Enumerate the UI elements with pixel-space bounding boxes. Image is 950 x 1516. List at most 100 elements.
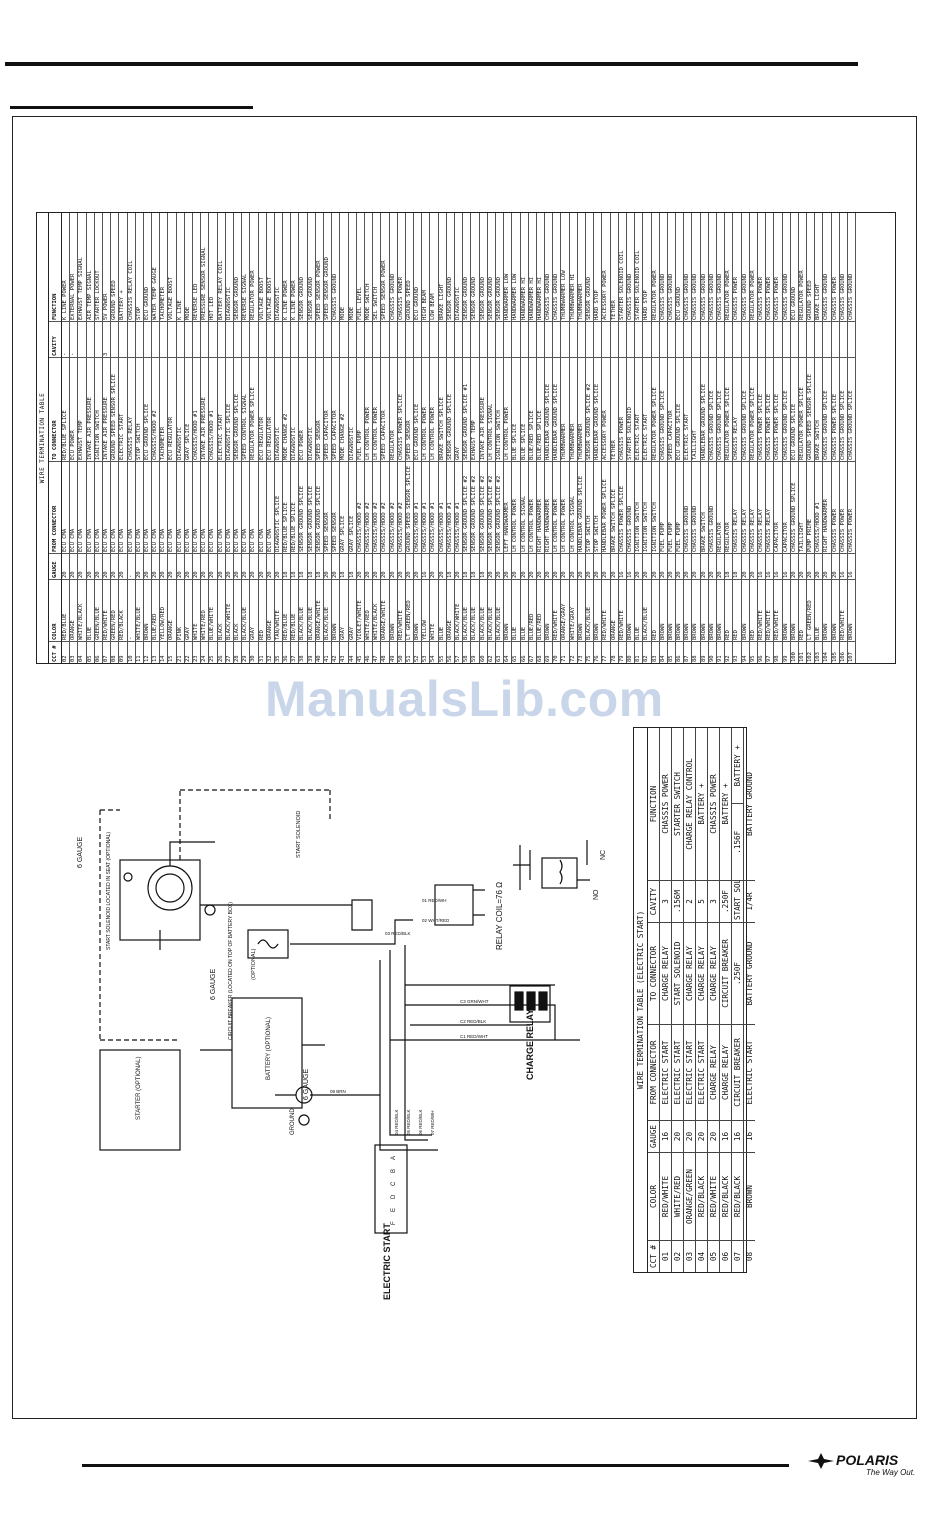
- table-cell: [741, 321, 749, 357]
- table-cell: GRAY SPLICE: [340, 461, 348, 553]
- table-cell: CHASSIS GROUND: [782, 273, 789, 320]
- table-cell: 20: [577, 553, 585, 579]
- battery-box: [231, 997, 303, 1109]
- table-cell: VIOLET/WHITE: [356, 579, 364, 641]
- table-cell: START SOLENOID: [672, 922, 683, 1024]
- table-cell: BLACK/BLUE: [242, 579, 250, 641]
- table-cell: 20: [520, 553, 528, 579]
- pin-a: A: [391, 1156, 397, 1160]
- table-cell: [659, 321, 667, 357]
- table-cell: HANDLEBAR POWER SPLICE: [602, 461, 610, 553]
- table-cell: 20: [528, 553, 536, 579]
- table-cell: RED: [733, 579, 741, 641]
- table-cell: 20: [684, 1120, 695, 1152]
- electric-start-label: ELECTRIC START: [382, 1223, 392, 1300]
- table-cell: CHARGE RELAY: [708, 922, 719, 1024]
- table-cell: 57: [455, 641, 463, 663]
- wire-label-03: 03 RED/BLK: [385, 931, 411, 936]
- table-cell: CAPACITOR: [782, 461, 790, 553]
- table-cell: GRAY SPLICE: [184, 357, 192, 461]
- table-cell: 20: [815, 553, 823, 579]
- table-cell: [553, 321, 561, 357]
- table-cell: 62: [487, 641, 495, 663]
- table-cell: CHASSIS/HOOD #1: [209, 357, 217, 461]
- table-cell: GROUND SPEED: [111, 280, 118, 320]
- polaris-star-icon: [808, 1453, 834, 1469]
- table-cell: LH CONTROL POWER: [512, 461, 520, 553]
- table-cell: 23: [193, 641, 201, 663]
- table-cell: TETHER: [610, 357, 618, 461]
- table-cell: BROWN: [659, 579, 667, 641]
- table-cell: [790, 321, 798, 357]
- table-cell: BRAKE SWITCH SPLICE: [610, 461, 618, 553]
- table-cell: IGNITION SWITCH: [94, 357, 102, 461]
- table-cell: 68: [536, 641, 545, 663]
- table-cell: STARTER LOCKOUT: [94, 270, 101, 320]
- table-cell: 11: [135, 641, 143, 663]
- table-cell: GROUND SPEED SENSOR SPLICE: [405, 461, 414, 553]
- table-cell: WHITE/RED: [672, 1152, 683, 1240]
- wire-label-05: 05 RED/BLK: [406, 1109, 411, 1135]
- table-cell: THUMBWARMER: [569, 357, 577, 461]
- table-cell: ORANGE/GRAY: [561, 579, 569, 641]
- logo-tagline: The Way Out.: [866, 1468, 916, 1477]
- table-cell: 18: [340, 553, 348, 579]
- table-cell: HOT LED: [209, 296, 216, 320]
- table-cell: CHASSIS/HOOD #2: [356, 461, 364, 553]
- table-cell: 101: [798, 641, 807, 663]
- header-cell: CAVITY: [648, 880, 659, 922]
- table-cell: [700, 321, 708, 357]
- table-cell: [258, 321, 266, 357]
- table-cell: CHASSIS GROUND SPLICE: [659, 357, 667, 461]
- table-cell: 20: [184, 553, 192, 579]
- table-cell: RED/WHITE: [766, 579, 774, 641]
- table-cell: 20: [610, 553, 618, 579]
- table-cell: [315, 321, 323, 357]
- table-cell: REGULATOR POWER: [651, 270, 658, 320]
- table-cell: 107: [848, 641, 856, 663]
- table-cell: [463, 321, 471, 357]
- table-cell: 90: [708, 641, 716, 663]
- table-cell: BROWN: [823, 579, 831, 641]
- header-cell: GAUGE: [648, 1120, 659, 1152]
- table-cell: SPEED SENSOR POWER: [381, 260, 388, 320]
- table-cell: 20: [242, 553, 250, 579]
- table-cell: FUEL PUMP: [659, 461, 667, 553]
- table-cell: [143, 321, 152, 357]
- wire-label-01: 01 RED/WH: [422, 898, 447, 903]
- table-cell: [610, 321, 618, 357]
- table-cell: HARD STOP: [594, 290, 601, 320]
- table-cell: CHASSIS GROUND SPLICE: [717, 357, 725, 461]
- table-cell: YELLOW/RED: [160, 579, 168, 641]
- table-cell: ORANGE/WHITE: [315, 579, 323, 641]
- table-cell: [364, 321, 373, 357]
- table-cell: 20: [414, 553, 422, 579]
- table-cell: WHITE/RED: [201, 579, 209, 641]
- table-cell: 65: [512, 641, 520, 663]
- header-cell: FUNCTION: [649, 785, 658, 823]
- table-cell: SENSOR GROUND: [233, 276, 240, 320]
- table-cell: DIAGNOSTIC: [225, 286, 232, 320]
- table-cell: 76: [594, 641, 602, 663]
- table-cell: CHASSIS RELAY: [733, 357, 741, 461]
- table-cell: CHASSIS/HOOD #2: [152, 357, 160, 461]
- table-cell: SENSOR GROUND SPLICE: [299, 461, 307, 553]
- table-cell: [168, 321, 176, 357]
- table-cell: STARTER SWITCH: [673, 772, 682, 837]
- table-cell: BROWN: [143, 579, 152, 641]
- gauge-label-2: 6 GAUGE: [210, 969, 217, 1000]
- table-cell: 36: [283, 641, 291, 663]
